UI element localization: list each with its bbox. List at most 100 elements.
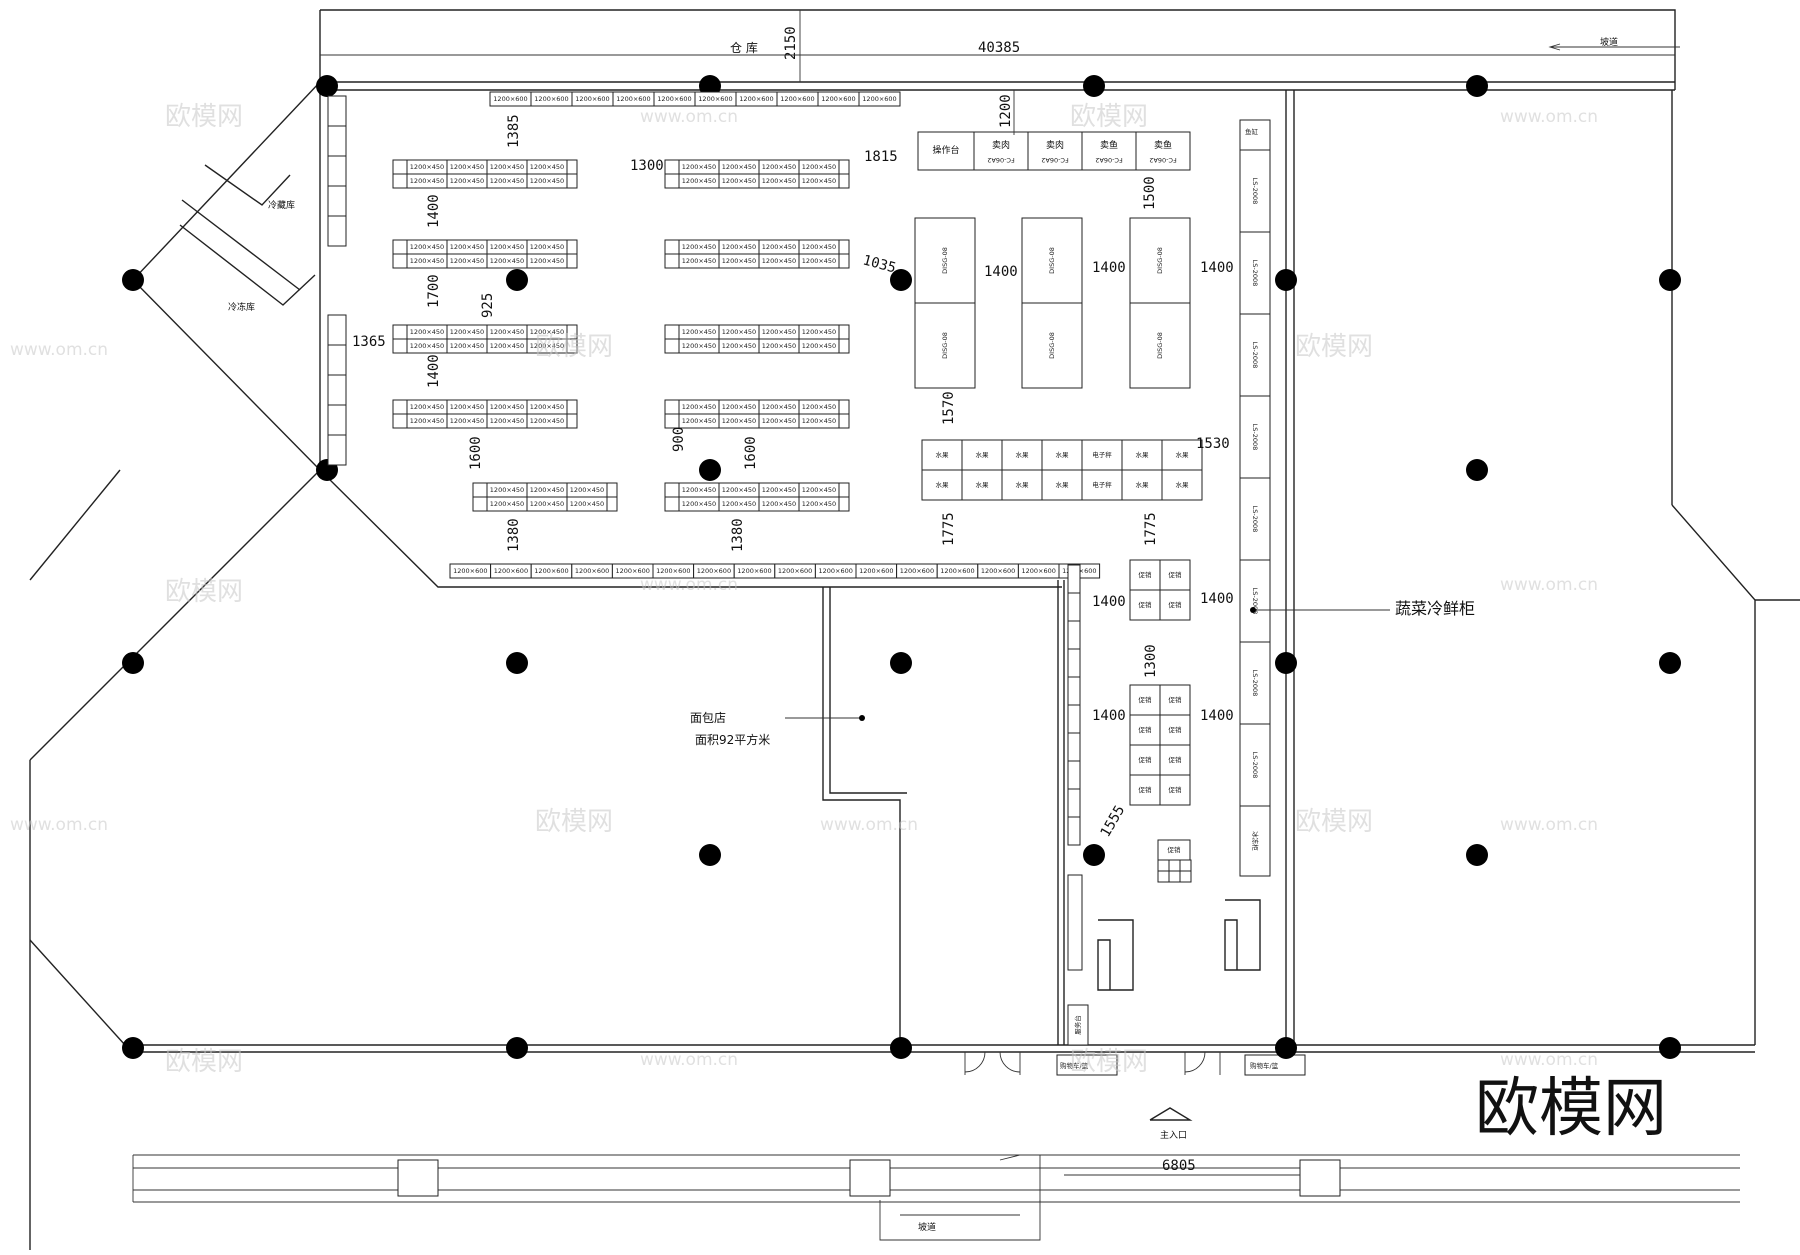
gondola-end-ml-cell xyxy=(664,496,680,512)
promo-cell-text: 促销 xyxy=(1169,600,1183,609)
gondola-m-text: 1200×450 xyxy=(762,486,796,494)
gondola-m-text: 1200×450 xyxy=(802,500,836,508)
deli-case-cell xyxy=(1239,805,1271,877)
dim-1400-a: 1400 xyxy=(426,194,442,228)
side-shelf-cell xyxy=(1067,592,1081,622)
fruit-cell-cell xyxy=(1001,439,1043,471)
dim-925: 925 xyxy=(480,293,496,318)
gondola-end-r-cell xyxy=(566,239,578,255)
counter-label: 卖鱼 xyxy=(1100,139,1118,151)
gondola-end-r-cell xyxy=(566,173,578,189)
promo-cell-text: 促销 xyxy=(1169,695,1183,704)
gondola-m-text: 1200×450 xyxy=(762,163,796,171)
gondola-end-l-cell xyxy=(392,413,408,429)
left-wall-shelf-cell xyxy=(327,125,347,157)
gondola-end-ml-cell xyxy=(664,413,680,429)
gondola-end-l-cell xyxy=(392,253,408,269)
gondola-l-text: 1200×450 xyxy=(530,177,564,185)
bottom-shelf-text: 1200×600 xyxy=(697,567,731,575)
dim-1815: 1815 xyxy=(864,149,898,165)
side-shelf-cell xyxy=(1067,788,1081,818)
left-wall-shelf-cell xyxy=(327,374,347,406)
veg-cooler-text: LS-2008 xyxy=(1251,752,1259,779)
left-wall-shelf-cell xyxy=(327,185,347,217)
gondola-m-text: 1200×450 xyxy=(682,342,716,350)
gondola-m-text: 1200×450 xyxy=(802,257,836,265)
checkout-counter xyxy=(1097,919,1134,991)
gondola-l-text: 1200×450 xyxy=(530,257,564,265)
veg-cooler-cell xyxy=(1239,149,1271,233)
gondola-end-r-cell xyxy=(606,482,618,498)
bottom-shelf-text: 1200×600 xyxy=(534,567,568,575)
left-wall-shelf-cell xyxy=(327,155,347,187)
gondola-m-text: 1200×450 xyxy=(762,417,796,425)
outer-walls xyxy=(29,9,1800,1250)
gondola-end-mr-cell xyxy=(838,324,850,340)
dim-1380-b: 1380 xyxy=(730,518,746,552)
gondola-m-text: 1200×450 xyxy=(802,163,836,171)
freezer-island-text: DISG-08 xyxy=(941,247,949,274)
gondola-end-ml-cell xyxy=(664,173,680,189)
gondola-m-text: 1200×450 xyxy=(762,342,796,350)
gondola-l-text: 1200×450 xyxy=(490,342,524,350)
veg-cooler-text: LS-2008 xyxy=(1251,260,1259,287)
watermark-url: www.om.cn xyxy=(1500,575,1598,595)
gondola-m-text: 1200×450 xyxy=(682,417,716,425)
gondola-l-text: 1200×450 xyxy=(410,342,444,350)
gondola-end-r-cell xyxy=(566,399,578,415)
gondola-end-ml-cell xyxy=(664,159,680,175)
watermark-url: www.om.cn xyxy=(820,815,918,835)
bottom-shelf-text: 1200×600 xyxy=(859,567,893,575)
freezer-island-text: DISG-08 xyxy=(1156,247,1164,274)
fish-tank-label: 鱼缸 xyxy=(1245,127,1259,136)
gondola-end-mr-cell xyxy=(838,399,850,415)
cold-storage-label: 冷藏库 xyxy=(268,199,295,211)
promo-cell-text: 促销 xyxy=(1139,570,1153,579)
gondola-end-ml-cell xyxy=(664,253,680,269)
side-shelf-cell xyxy=(1067,732,1081,762)
veg-cooler-text: LS-2008 xyxy=(1251,506,1259,533)
dim-1300-b: 1300 xyxy=(1143,644,1159,678)
gondola-end-l-cell xyxy=(392,399,408,415)
gondola-l-text: 1200×450 xyxy=(450,163,484,171)
gondola-end-mr-cell xyxy=(838,159,850,175)
dim-1380-a: 1380 xyxy=(506,518,522,552)
bottom-shelf-text: 1200×600 xyxy=(494,567,528,575)
gondola-l-text: 1200×450 xyxy=(450,417,484,425)
watermark-brand: 欧模网 xyxy=(1295,332,1373,362)
gondola-l-text: 1200×450 xyxy=(490,403,524,411)
gondola-m-text: 1200×450 xyxy=(722,177,756,185)
gondola-end-mr-cell xyxy=(838,496,850,512)
gondola-end-ml-cell xyxy=(664,324,680,340)
watermark-brand: 欧模网 xyxy=(165,577,243,607)
dim-1400-h: 1400 xyxy=(1092,708,1126,724)
fruit-cell-text: 水果 xyxy=(1176,480,1190,489)
promo-cell-cell xyxy=(1159,559,1191,591)
gondola-end-l-cell xyxy=(392,173,408,189)
gondola-l-text: 1200×450 xyxy=(490,328,524,336)
gondola-l-text: 1200×450 xyxy=(490,163,524,171)
dim-1400-g: 1400 xyxy=(1200,591,1234,607)
deli-case-text: 冰冻柜 xyxy=(1251,831,1260,851)
promo-mini-cell xyxy=(1157,859,1170,872)
freezer-island-cell xyxy=(1021,217,1083,304)
fruit-cell-text: 水果 xyxy=(976,480,990,489)
watermark-brand: 欧模网 xyxy=(165,102,243,132)
dim-1400-d: 1400 xyxy=(1092,260,1126,276)
promo-cell-text: 促销 xyxy=(1169,785,1183,794)
left-wall-shelf-cell xyxy=(327,95,347,127)
labels: 仓 库 坡道 冷藏库 冷冻库 面包店 面积92平方米 蔬菜冷鲜柜 主入口 坡道 … xyxy=(228,36,1680,1233)
promo-mini-cell xyxy=(1179,870,1192,883)
watermark-url: www.om.cn xyxy=(640,107,738,127)
dimensions: 40385 2150 1200 1385 1300 1815 1400 1035… xyxy=(320,10,1675,1176)
freezer-island-cell xyxy=(1129,217,1191,304)
gondola-m-text: 1200×450 xyxy=(762,328,796,336)
dim-1400-i: 1400 xyxy=(1200,708,1234,724)
gondola-l-text: 1200×450 xyxy=(410,403,444,411)
gondola-l-text: 1200×450 xyxy=(410,417,444,425)
dim-1400-b: 1400 xyxy=(426,354,442,388)
dim-1400-f: 1400 xyxy=(1092,594,1126,610)
gondola-l-text: 1200×450 xyxy=(450,342,484,350)
